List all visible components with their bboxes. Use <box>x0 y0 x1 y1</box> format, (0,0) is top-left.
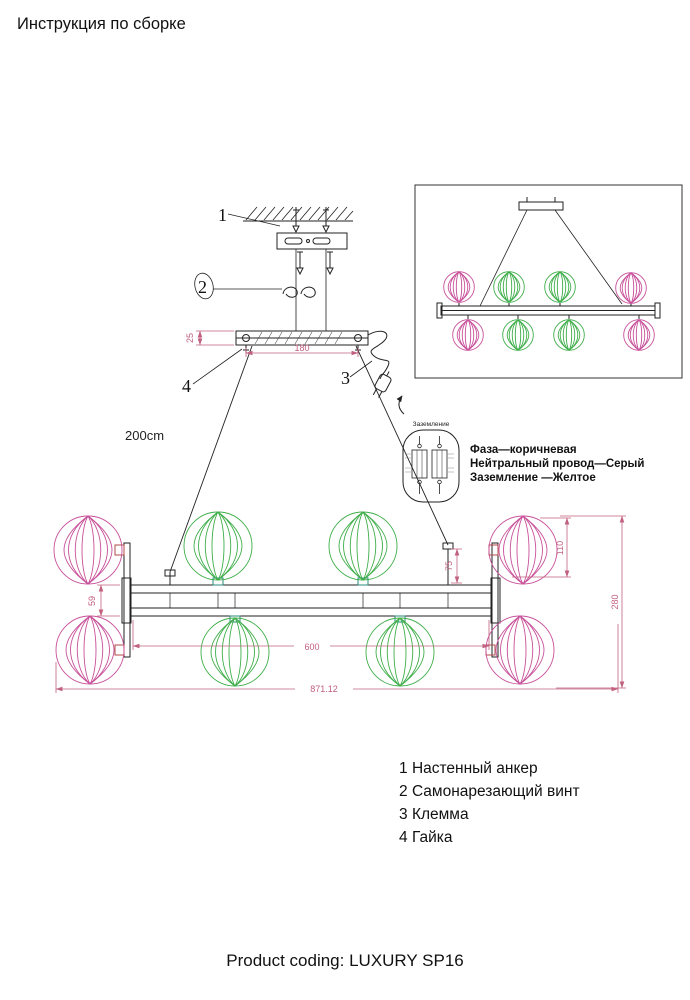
inset-cap-left <box>436 302 443 319</box>
callout-leaders <box>192 213 373 385</box>
inset-stems <box>458 303 640 319</box>
plate-hole <box>306 239 310 243</box>
ground-label: Заземление <box>413 421 450 428</box>
attachment-fittings <box>114 544 499 656</box>
part-item-1: 1 Настенный анкер <box>399 757 580 780</box>
callout-2: 2 <box>198 277 207 297</box>
up-arrow <box>396 395 405 415</box>
part-number: 3 <box>399 806 408 823</box>
wire-phase: Фаза—коричневая <box>470 444 577 456</box>
part-label: Клемма <box>411 806 469 823</box>
pink-globes <box>53 515 558 685</box>
wire-neutral: Нейтральный провод—Серый <box>470 458 644 470</box>
dim-59: 59 <box>87 596 97 606</box>
part-item-2: 2 Самонарезающий винт <box>399 780 580 803</box>
leader-3 <box>349 360 373 378</box>
hanger-bar-hatch <box>254 331 343 345</box>
bar-bolt-right <box>354 334 362 342</box>
left-post <box>123 542 131 658</box>
green-globes <box>183 511 435 687</box>
inset-wires <box>479 209 623 307</box>
right-post <box>491 542 499 658</box>
dim-180: 180 <box>294 343 309 353</box>
suspension-rods <box>295 249 327 331</box>
plate-slot-right <box>312 237 331 245</box>
wire-earth: Заземление —Желтое <box>470 472 596 484</box>
dimension-lines <box>55 330 626 693</box>
callout-1: 1 <box>218 205 227 225</box>
wire-knob-right <box>442 542 454 550</box>
callout-3: 3 <box>341 368 350 388</box>
terminal-capsule <box>402 429 460 503</box>
main-bar-bottom <box>129 607 493 617</box>
suspension-posts <box>169 549 449 585</box>
callout-numbers: 1 2 3 4 <box>182 205 350 396</box>
anchor-bolts <box>292 207 330 234</box>
dim-871: 871.12 <box>310 684 338 694</box>
plate-slot-left <box>284 237 303 245</box>
hanging-screws <box>296 251 334 276</box>
chandelier-front <box>121 542 501 658</box>
dim-600: 600 <box>304 642 319 652</box>
inset-plate-bolts <box>526 197 556 202</box>
dim-110: 110 <box>555 541 565 555</box>
spring-clips <box>282 286 316 298</box>
part-label: Самонарезающий винт <box>411 783 580 800</box>
parts-list: 1 Настенный анкер 2 Самонарезающий винт … <box>399 757 580 849</box>
left-end-cap <box>121 577 132 624</box>
wire-color-labels: Фаза—коричневая Нейтральный провод—Серый… <box>470 444 644 484</box>
part-item-4: 4 Гайка <box>399 826 580 849</box>
globe-stems <box>212 577 406 623</box>
callout2-loop <box>194 272 214 300</box>
inset-plate <box>518 201 564 211</box>
part-label: Настенный анкер <box>411 760 538 777</box>
callout-4: 4 <box>182 376 191 396</box>
power-plug <box>372 371 392 398</box>
wire-knob-left <box>164 569 176 577</box>
dim-280: 280 <box>610 594 620 609</box>
bar-separators <box>169 593 449 608</box>
terminal-side-marks <box>405 453 454 473</box>
leader-4 <box>192 348 243 385</box>
suspension-wires <box>169 345 449 573</box>
dim-25: 25 <box>185 333 195 343</box>
terminal-blocks <box>411 436 448 494</box>
inset-top-view <box>414 184 683 379</box>
mounting-plate <box>276 232 348 250</box>
inset-cap-right <box>654 302 661 319</box>
dimension-labels: 25 180 600 871.12 280 110 75 59 <box>87 333 620 694</box>
part-number: 1 <box>399 760 408 777</box>
power-cable <box>367 330 390 380</box>
structure-lines <box>164 206 460 585</box>
bar-bolt-left <box>242 334 250 342</box>
part-item-3: 3 Клемма <box>399 803 580 826</box>
right-end-cap <box>490 577 501 624</box>
part-number: 2 <box>399 783 408 800</box>
product-coding: Product coding: LUXURY SP16 <box>226 951 464 970</box>
main-bar-top <box>129 584 493 594</box>
page-title: Инструкция по сборке <box>17 15 186 33</box>
part-number: 4 <box>399 829 408 846</box>
dim-75: 75 <box>444 561 454 571</box>
drop-length-label: 200cm <box>125 428 164 443</box>
part-label: Гайка <box>411 829 453 846</box>
inset-border <box>414 184 683 379</box>
ceiling-hatch <box>245 206 354 221</box>
leader-1 <box>227 213 281 227</box>
